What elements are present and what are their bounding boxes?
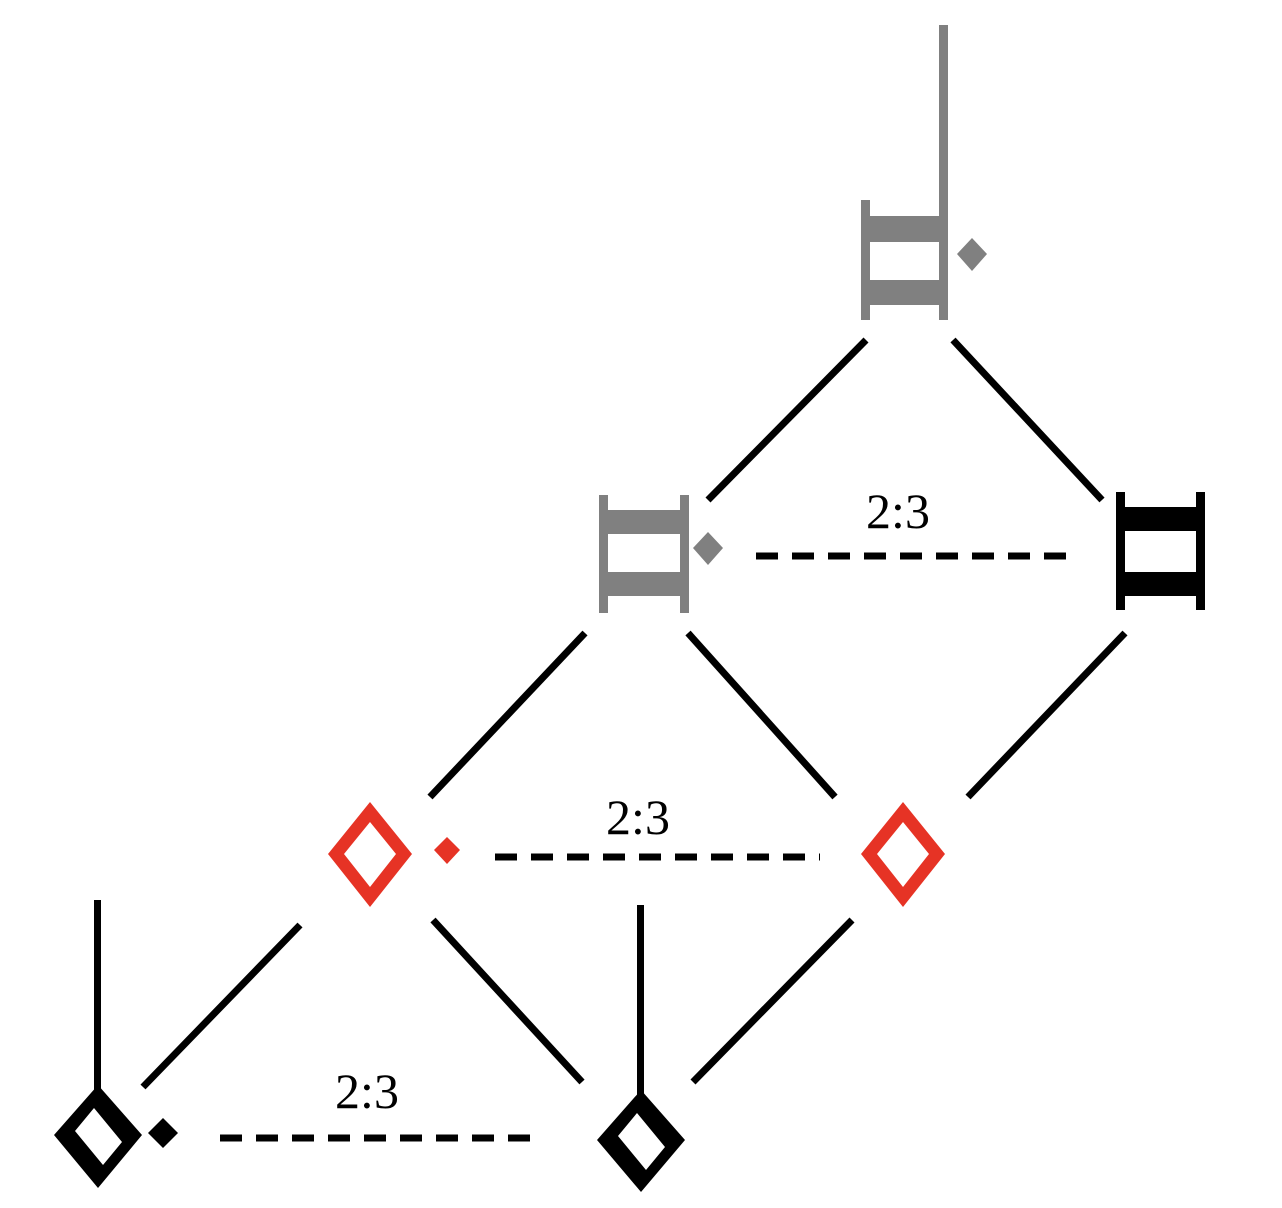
semibrevis-node [861, 802, 945, 907]
edge-redleft-bottomleft [140, 922, 303, 1090]
semibrevis-node-dotted [328, 802, 460, 907]
dot-icon [434, 837, 460, 864]
dot-icon [957, 238, 987, 271]
minima-node [597, 905, 685, 1192]
edges [140, 337, 1128, 1090]
ratio-label: 2:3 [606, 789, 670, 845]
edge-top-midleft [705, 337, 869, 503]
dot-icon [693, 532, 723, 565]
edge-redleft-bottomright [430, 917, 585, 1085]
dot-icon [148, 1118, 178, 1148]
edge-midright-redright [965, 630, 1128, 800]
maxima-node-dotted [861, 25, 987, 320]
edge-midleft-redleft [427, 630, 588, 800]
longa-node-dotted [599, 495, 723, 613]
minima-node-dotted [54, 900, 178, 1188]
longa-node [1116, 492, 1205, 610]
ratio-label: 2:3 [335, 1063, 399, 1119]
edge-top-midright [950, 337, 1105, 503]
ratio-label: 2:3 [866, 483, 930, 539]
edge-midleft-redright [685, 630, 838, 800]
edge-redright-bottomright [690, 917, 855, 1085]
